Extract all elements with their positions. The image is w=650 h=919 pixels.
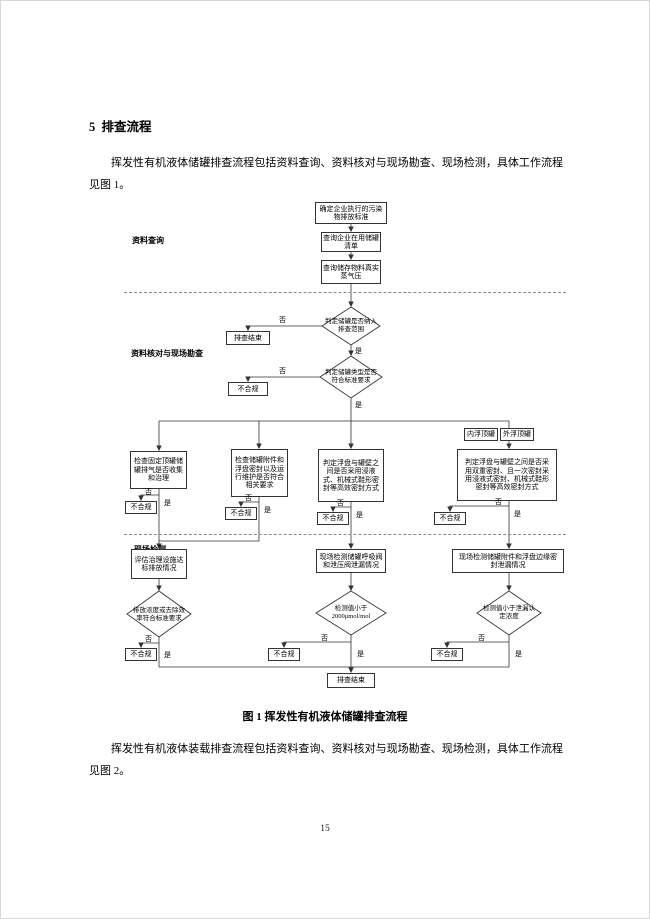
flow-node-end-early: 排查结束 [226,331,270,345]
flow-node-determine-standard: 确定企业执行的污染物排放标准 [315,202,387,224]
flow-node-noncompliant-6: 不合规 [125,648,157,661]
label-no: 否 [337,499,344,507]
flow-node-query-vapor-pressure: 查询储存物料真实蒸气压 [321,260,381,284]
paragraph-2: 挥发性有机液体装载排查流程包括资料查询、资料核对与现场勘查、现场检测，具体工作流… [89,743,563,777]
flow-node-judge-internal-seal: 判定浮盘与罐壁之间是否采用浸液式、机械式鞋形密封等高效密封方式 [318,449,384,502]
label-yes: 是 [514,510,521,518]
paragraph-1: 挥发性有机液体储罐排查流程包括资料查询、资料核对与现场勘查、现场检测，具体工作流… [89,157,563,191]
section-divider-2 [124,534,566,535]
figure-caption: 图 1 挥发性有机液体储罐排查流程 [242,711,408,723]
label-yes: 是 [515,650,522,658]
label-no: 否 [145,488,152,496]
label-yes: 是 [164,499,171,507]
label-no: 否 [245,494,252,502]
decision-text-tank-type: 判定储罐类型是否符合标准要求 [325,369,377,384]
label-no: 否 [279,367,286,375]
flow-node-noncompliant-5: 不合规 [434,512,466,525]
label-yes: 是 [355,347,362,355]
flow-node-query-tank-list: 查询企业在用储罐清单 [321,232,381,252]
section-heading: 5 排查流程 [89,120,152,134]
decision-text-emission-ok: 排放浓度或去除效率符合标准要求 [133,607,185,622]
flow-node-assess-treatment: 评估治理设施达标排放情况 [131,549,187,579]
label-yes: 是 [264,506,271,514]
page-number: 15 [320,824,330,834]
label-yes: 是 [164,651,171,659]
flow-node-noncompliant-8: 不合规 [431,648,463,661]
label-yes: 是 [355,401,362,409]
flow-label-external-floating-roof: 外浮顶罐 [500,428,534,441]
section-label-verify-survey: 资料核对与现场勘查 [131,349,203,358]
flow-label-internal-floating-roof: 内浮顶罐 [464,428,498,441]
flow-node-noncompliant-4: 不合规 [317,512,349,525]
label-no: 否 [478,634,485,642]
section-label-data-query: 资料查询 [132,236,164,245]
decision-text-in-scope: 判定储罐是否纳入排查范围 [325,318,377,333]
flow-node-detect-valves: 现场检测储罐呼吸阀和泄压阀泄漏情况 [316,549,386,573]
flow-node-detect-rim-seal: 现场检测储罐附件和浮盘边缘密封泄漏情况 [452,549,564,573]
decision-text-below-2000: 检测值小于2000μmol/mol [331,605,371,620]
decision-text-below-leak-limit: 检测值小于泄漏认定浓度 [483,605,535,620]
flow-node-noncompliant-1: 不合规 [228,382,268,396]
flow-node-judge-external-seal: 判定浮盘与罐壁之间是否采用双重密封、且一次密封采用浸液式密封、机械式鞋形密封等高… [457,449,557,501]
flow-node-noncompliant-7: 不合规 [268,648,300,661]
flow-node-noncompliant-3: 不合规 [225,507,257,520]
flow-node-noncompliant-2: 不合规 [125,501,157,514]
label-no: 否 [495,498,502,506]
label-no: 否 [145,635,152,643]
section-divider-1 [124,292,566,293]
label-yes: 是 [357,650,364,658]
flow-node-check-fittings-seal: 检查储罐附件和浮盘密封以及运行维护是否符合相关要求 [231,449,288,497]
label-no: 否 [279,316,286,324]
label-no: 否 [321,634,328,642]
flow-node-check-fixed-roof-vent: 检查固定顶罐储罐排气是否收集和治理 [130,451,187,489]
flow-node-end-final: 排查结束 [327,673,375,688]
label-yes: 是 [356,511,363,519]
